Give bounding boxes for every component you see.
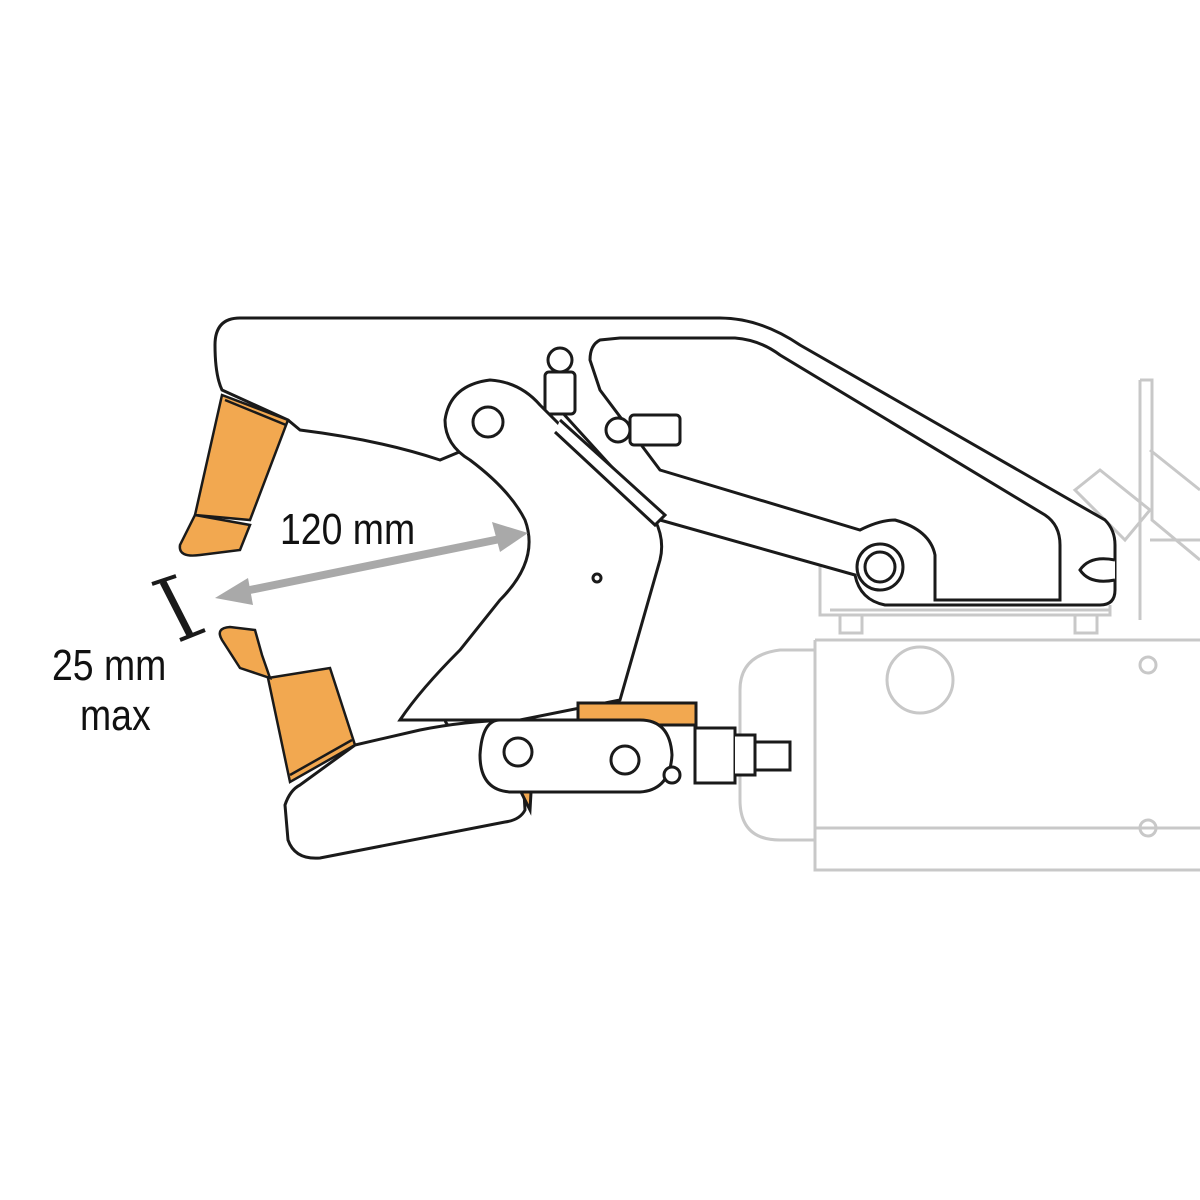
lower-electrode [218, 625, 357, 784]
gap-dimension-marker [151, 574, 206, 642]
upper-arm [213, 316, 1117, 607]
actuator-body [738, 378, 1200, 872]
opening-dimension-arrow [215, 522, 528, 605]
lower-arm [283, 701, 792, 860]
gap-max-label: max [80, 691, 151, 740]
gap-dimension-label: 25 mm [52, 641, 167, 690]
upper-electrode [178, 393, 290, 557]
central-yoke [397, 378, 668, 722]
opening-dimension-label: 120 mm [280, 505, 416, 554]
